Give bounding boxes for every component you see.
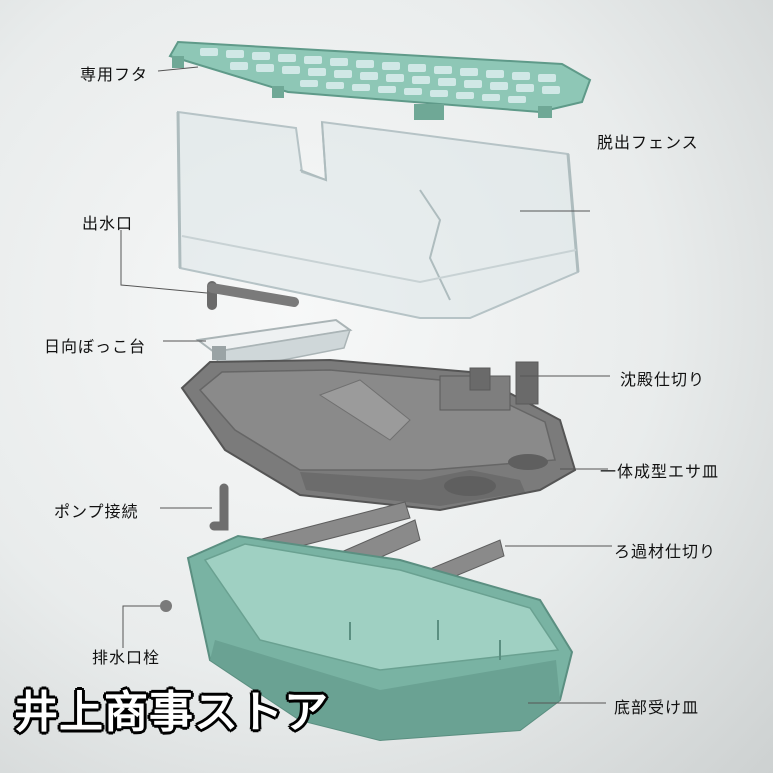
store-brand-watermark: 井上商事ストア — [14, 687, 329, 738]
label-basking: 日向ぼっこ台 — [44, 337, 147, 356]
drain-plug-illustration — [160, 600, 172, 612]
label-base: 底部受け皿 — [614, 698, 700, 717]
fence-illustration — [176, 110, 580, 319]
leader-lines — [120, 66, 612, 704]
base-tray-illustration — [186, 534, 574, 742]
pump-fitting-illustration — [209, 483, 229, 531]
label-outlet: 出水口 — [82, 214, 134, 233]
label-fence: 脱出フェンス — [597, 133, 699, 152]
outlet-pipe-illustration — [207, 281, 299, 310]
lid-illustration — [168, 40, 592, 120]
label-ramp-partition: 沈殿仕切り — [620, 370, 706, 389]
label-drain: 排水口栓 — [92, 648, 161, 667]
label-filter-partition: ろ過材仕切り — [614, 542, 717, 561]
tray-illustration — [180, 358, 577, 512]
label-pump: ポンプ接続 — [54, 502, 139, 521]
label-tray: 一体成型エサ皿 — [600, 462, 720, 481]
label-lid: 専用フタ — [80, 65, 149, 84]
